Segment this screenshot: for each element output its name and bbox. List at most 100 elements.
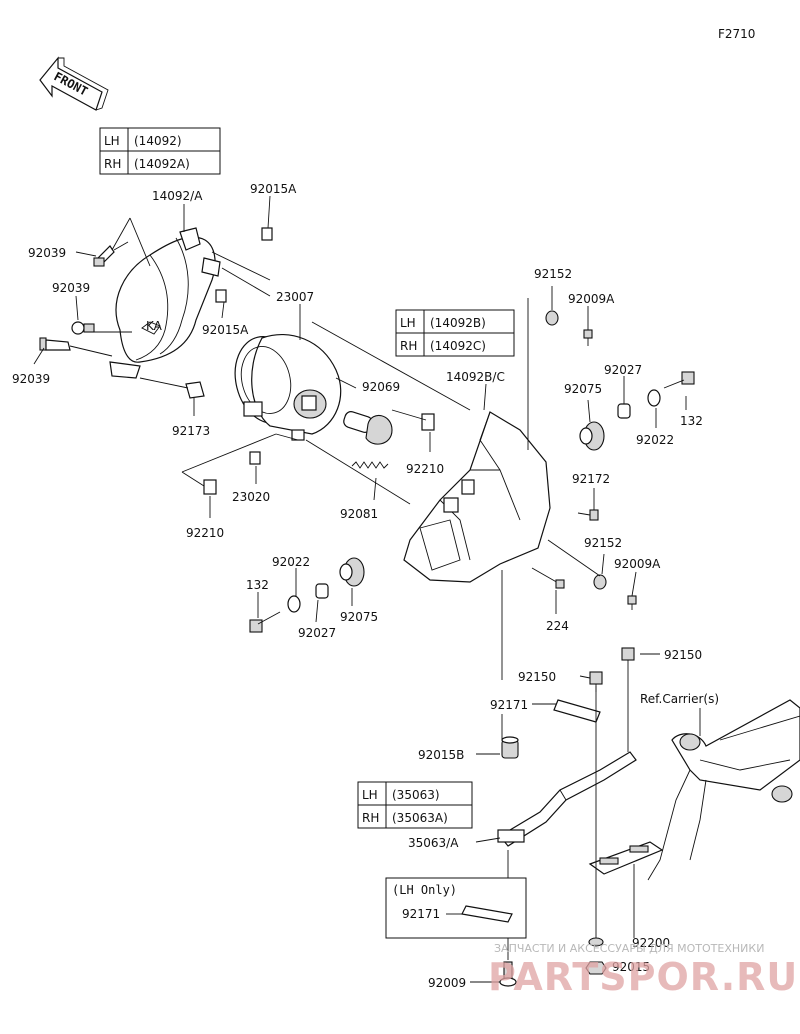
label-23007: 23007: [276, 290, 314, 304]
svg-text:KA: KA: [146, 319, 163, 333]
screw-92009a-lower: [627, 595, 637, 610]
label-92015a-upper: 92015A: [250, 182, 297, 196]
clip-92015a-upper: [261, 227, 273, 241]
label-92081: 92081: [340, 507, 378, 521]
label-92039-mid: 92039: [52, 281, 90, 295]
clip-92015a-lower: [215, 289, 227, 303]
table3-r2c2: (35063A): [392, 811, 448, 825]
label-92075-upper: 92075: [564, 382, 602, 396]
bolt-224: [531, 567, 565, 589]
headlight-cover-left: KA: [109, 227, 221, 379]
label-92200: 92200: [632, 936, 670, 950]
label-92210-right: 92210: [406, 462, 444, 476]
label-92027-upper: 92027: [604, 363, 642, 377]
label-92171: 92171: [490, 698, 528, 712]
table1-r1c1: LH: [104, 134, 120, 148]
label-14092a: 14092/A: [152, 189, 203, 203]
label-92152-upper: 92152: [534, 267, 572, 281]
label-92039-upper: 92039: [28, 246, 66, 260]
table2-r1c2: (14092B): [430, 316, 486, 330]
nut-92152-upper: [545, 310, 559, 326]
label-92210-left: 92210: [186, 526, 224, 540]
label-92027-lower: 92027: [298, 626, 336, 640]
label-92015a-lower: 92015A: [202, 323, 249, 337]
label-23020: 23020: [232, 490, 270, 504]
bracket-strap-lh: [461, 905, 513, 923]
washer-92022-lower: [287, 595, 301, 613]
table2-r2c1: RH: [400, 339, 417, 353]
variant-table-3: LH (35063) RH (35063A): [357, 781, 473, 829]
clip-92039-upper: [93, 241, 129, 267]
label-92075-lower: 92075: [340, 610, 378, 624]
part-labels: 14092/A 92015A 92039 92039 92039 92015A …: [12, 182, 719, 990]
bolt-92009: [499, 961, 517, 987]
nut-92015: [585, 961, 607, 975]
label-35063a: 35063/A: [408, 836, 459, 850]
lh-only-box: (LH Only) 92171: [385, 877, 527, 939]
lh-only-part: 92171: [402, 907, 440, 921]
bolt-132-lower: [249, 611, 281, 633]
table1-r2c2: (14092A): [134, 157, 190, 171]
bolt-132-upper: [663, 371, 695, 389]
collar-92027-lower: [315, 583, 329, 599]
table1-r1c2: (14092): [134, 134, 182, 148]
watermark: ЗАПЧАСТИ И АКСЕССУАРЫ ДЛЯ МОТОТЕХНИКИ PA…: [488, 942, 798, 999]
table3-r1c1: LH: [362, 788, 378, 802]
label-224: 224: [546, 619, 569, 633]
collar-92027-upper: [617, 403, 631, 419]
label-92009a-lower: 92009A: [614, 557, 661, 571]
grommet-92075-upper: [579, 421, 605, 451]
watermark-line1: ЗАПЧАСТИ И АКСЕССУАРЫ ДЛЯ МОТОТЕХНИКИ: [494, 942, 764, 955]
label-92009: 92009: [428, 976, 466, 990]
label-132-upper: 132: [680, 414, 703, 428]
label-92152-lower: 92152: [584, 536, 622, 550]
table2-r2c2: (14092C): [430, 339, 486, 353]
spring-92081: [351, 461, 389, 469]
variant-table-2: LH (14092B) RH (14092C): [395, 309, 515, 357]
nut-92152-lower: [593, 574, 607, 590]
label-ref-carrier: Ref.Carrier(s): [640, 692, 719, 706]
grommet-92075-lower: [339, 557, 365, 587]
bolt-92150-right: [621, 647, 635, 668]
label-92150-left: 92150: [518, 670, 556, 684]
table2-r1c1: LH: [400, 316, 416, 330]
label-92172: 92172: [572, 472, 610, 486]
clip-92210-left: [203, 479, 217, 495]
label-92039-lower: 92039: [12, 372, 50, 386]
figure-code: F2710: [718, 27, 755, 41]
watermark-line2: PARTSPOR.RU: [488, 955, 798, 999]
lh-only-title: (LH Only): [392, 883, 457, 897]
label-92009a-upper: 92009A: [568, 292, 615, 306]
label-92015: 92015: [612, 960, 650, 974]
label-132-lower: 132: [246, 578, 269, 592]
label-14092bc: 14092B/C: [446, 370, 505, 384]
headlight-bracket: [403, 411, 551, 583]
carrier-frame: [588, 699, 800, 881]
washer-92022-upper: [647, 389, 661, 407]
clip-92039-lower: [39, 337, 71, 351]
label-92150-right: 92150: [664, 648, 702, 662]
label-92069: 92069: [362, 380, 400, 394]
label-92173: 92173: [172, 424, 210, 438]
label-92022-upper: 92022: [636, 433, 674, 447]
bracket-strap-92171: [553, 699, 601, 723]
table3-r2c1: RH: [362, 811, 379, 825]
table1-r2c1: RH: [104, 157, 121, 171]
screw-92009a-upper: [583, 329, 593, 346]
label-92022-lower: 92022: [272, 555, 310, 569]
headlight-unit: [234, 334, 342, 441]
leader-lines: [33, 195, 701, 983]
table3-r1c2: (35063): [392, 788, 440, 802]
clip-92039-mid: [71, 321, 95, 335]
part-23020: [249, 451, 261, 465]
stay-35063a: [497, 751, 637, 847]
label-92015b: 92015B: [418, 748, 464, 762]
clip-92173: [185, 381, 205, 399]
clip-92210-right: [421, 413, 435, 431]
collar-92015b: [501, 736, 519, 759]
front-arrow-icon: FRONT: [39, 56, 109, 111]
variant-table-1: LH (14092) RH (14092A): [99, 127, 221, 175]
screw-92172: [577, 509, 599, 521]
bulb-92069: [343, 411, 393, 445]
